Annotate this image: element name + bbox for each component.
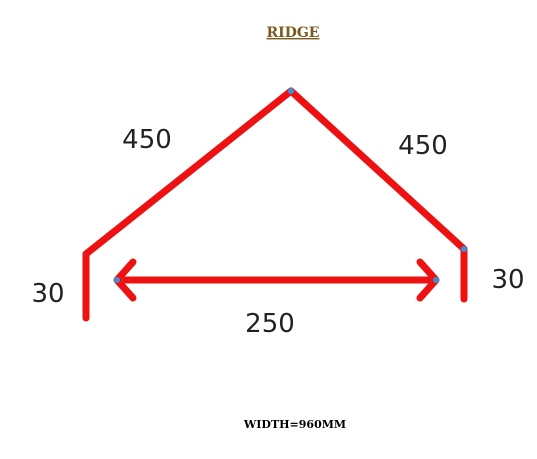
node-markers	[114, 88, 467, 283]
span-dimension-arrow	[113, 258, 440, 302]
left-slope-line	[82, 87, 295, 258]
left-slope-label: 450	[122, 125, 172, 155]
ridge-profile	[82, 87, 468, 322]
right-slope-label: 450	[398, 131, 448, 161]
left-flange-label: 30	[31, 279, 64, 309]
width-note: WIDTH=960MM	[243, 418, 346, 431]
span-label: 250	[245, 309, 295, 339]
right-flange-label: 30	[491, 265, 524, 295]
span-right-node	[433, 277, 439, 283]
right-slope-line	[287, 87, 468, 253]
span-left-node	[114, 277, 120, 283]
right-corner-node	[461, 246, 467, 252]
diagram-title: RIDGE	[267, 25, 320, 41]
apex-node	[288, 88, 294, 94]
